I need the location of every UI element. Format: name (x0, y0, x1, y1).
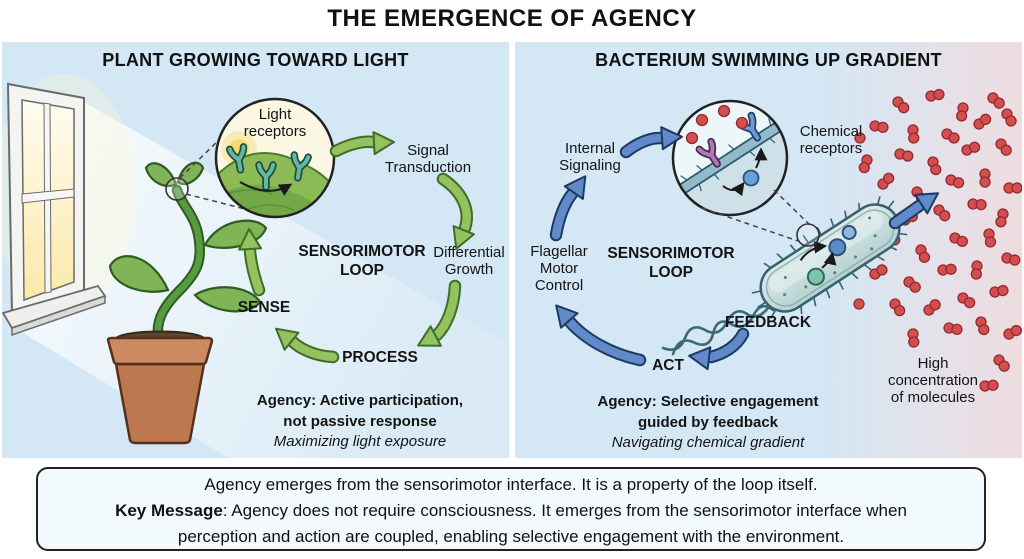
arrow-flagellar-to-internal (549, 175, 587, 242)
bacterium-panel-title: BACTERIUM SWIMMING UP GRADIENT (595, 50, 942, 70)
plant-magnifier-circle (165, 177, 189, 201)
key-message-box: Agency emerges from the sensorimotor int… (36, 467, 986, 551)
arrow-sense-to-signal (329, 131, 395, 158)
arrow-feedback-to-act (688, 327, 750, 371)
label-differential-growth: Differential Growth (433, 244, 505, 278)
sensor-protein (806, 267, 825, 286)
bacterium-panel-artwork (549, 83, 1022, 397)
sensorimotor-loop-arrows-green (238, 131, 475, 364)
label-process: PROCESS (342, 349, 418, 366)
arrow-growth-to-process (417, 279, 462, 347)
key-message-line1: Agency emerges from the sensorimotor int… (204, 475, 818, 494)
label-act: ACT (652, 357, 684, 374)
arrow-act-to-flagellar (555, 304, 647, 367)
label-sensorimotor-loop: SENSORIMOTOR LOOP (298, 243, 426, 279)
label-bacterium-agency: Agency: Selective engagement guided by f… (597, 393, 819, 451)
label-flagellar-motor-control: Flagellar Motor Control (530, 243, 588, 294)
projection-line (179, 134, 225, 179)
chemical-receptors-inset (671, 99, 789, 217)
label-sense: SENSE (237, 299, 291, 316)
label-high-concentration: High concentration of molecules (887, 355, 979, 406)
flower-pot (106, 330, 214, 445)
panel-plant: PLANT GROWING TOWARD LIGHT Light recepto… (2, 42, 509, 458)
plant-panel-artwork (2, 74, 509, 458)
window (2, 82, 107, 337)
label-internal-signaling: Internal Signaling (559, 140, 621, 174)
signal-protein-2 (841, 224, 857, 240)
plant (108, 161, 268, 346)
label-signal-transduction: Signal Transduction (384, 142, 472, 176)
projection-line (701, 207, 799, 242)
plant-panel-title: PLANT GROWING TOWARD LIGHT (102, 50, 409, 70)
arrow-process-to-sense (275, 327, 340, 364)
arrow-internal-to-receptors (619, 126, 683, 159)
arrow-sense-to-receptors (238, 228, 266, 297)
light-receptors-inset (214, 97, 336, 219)
projection-line (185, 193, 246, 210)
flagella (661, 302, 775, 356)
label-light-receptors: Light receptors (243, 106, 307, 140)
arrow-signal-to-growth (436, 172, 475, 250)
label-chemical-receptors: Chemical receptors (799, 123, 863, 157)
label-sensorimotor-loop: SENSORIMOTOR LOOP (607, 245, 735, 281)
label-plant-agency: Agency: Active participation, not passiv… (256, 392, 464, 450)
key-message-line2-rest: : Agency does not require consciousness.… (222, 501, 907, 520)
figure-title: THE EMERGENCE OF AGENCY (327, 5, 697, 32)
key-message-label: Key Message (115, 501, 223, 520)
key-message-line2: Key Message: Agency does not require con… (38, 498, 984, 524)
label-feedback: FEEDBACK (724, 314, 812, 331)
panel-bacterium: BACTERIUM SWIMMING UP GRADIENT Internal … (515, 42, 1022, 458)
projection-line (773, 189, 813, 228)
arrow-bacterium-to-molecules (888, 192, 940, 230)
messenger-molecule (742, 169, 760, 187)
sensorimotor-loop-arrows-blue (549, 126, 940, 371)
bacterium-magnifier-circle (796, 223, 820, 247)
key-message-line3: perception and action are coupled, enabl… (177, 527, 845, 546)
